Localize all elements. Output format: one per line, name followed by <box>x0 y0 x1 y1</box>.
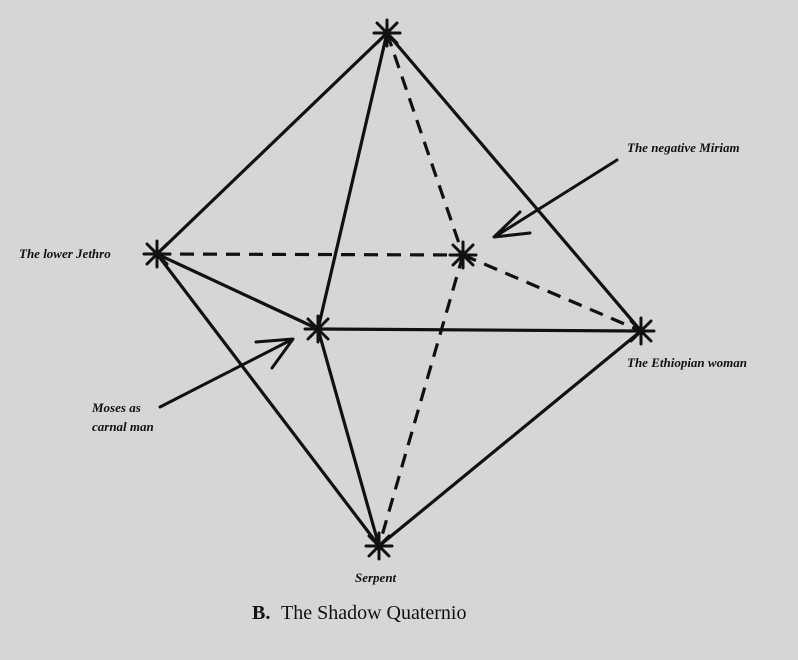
edge-lower-jethro-serpent <box>155 252 381 548</box>
node-lower-jethro-star <box>142 239 172 269</box>
edge-moses-serpent <box>316 327 381 548</box>
arrow-head-miriam <box>492 210 532 239</box>
arrow-moses <box>158 337 295 409</box>
edge-top-miriam-dashed <box>385 32 465 256</box>
edge-miriam-ethiopian-woman-dashed <box>462 253 642 333</box>
edge-moses-ethiopian-woman <box>316 327 643 333</box>
label-negative-miriam: The negative Miriam <box>627 140 740 155</box>
node-top-star <box>372 18 402 48</box>
dashed-edges <box>156 32 642 547</box>
edge-lower-jethro-miriam-dashed <box>156 252 464 257</box>
arrow-head-moses <box>254 337 295 370</box>
label-moses-line1: Moses as <box>91 400 141 415</box>
label-ethiopian-woman: The Ethiopian woman <box>627 355 747 370</box>
label-lower-jethro: The lower Jethro <box>19 246 111 261</box>
arrow-shaft-moses <box>158 338 293 409</box>
label-serpent: Serpent <box>355 570 397 585</box>
node-serpent-star <box>364 531 394 561</box>
edge-miriam-serpent-dashed <box>377 254 465 547</box>
caption-title: The Shadow Quaternio <box>281 602 467 624</box>
solid-edges <box>155 31 643 548</box>
figure-caption: B. The Shadow Quaternio <box>252 602 467 624</box>
edge-top-moses <box>316 31 389 331</box>
node-moses-star <box>303 314 333 344</box>
edge-top-ethiopian-woman <box>385 31 643 333</box>
edge-top-lower-jethro <box>155 31 389 256</box>
edge-lower-jethro-moses <box>155 252 320 331</box>
edge-ethiopian-woman-serpent <box>377 329 643 548</box>
caption-prefix: B. <box>252 602 270 624</box>
node-ethiopian-woman-star <box>626 316 656 346</box>
node-negative-miriam-star <box>448 240 478 270</box>
arrow-negative-miriam <box>492 158 619 239</box>
label-moses-line2: carnal man <box>92 419 154 434</box>
arrow-shaft-miriam <box>494 158 619 238</box>
